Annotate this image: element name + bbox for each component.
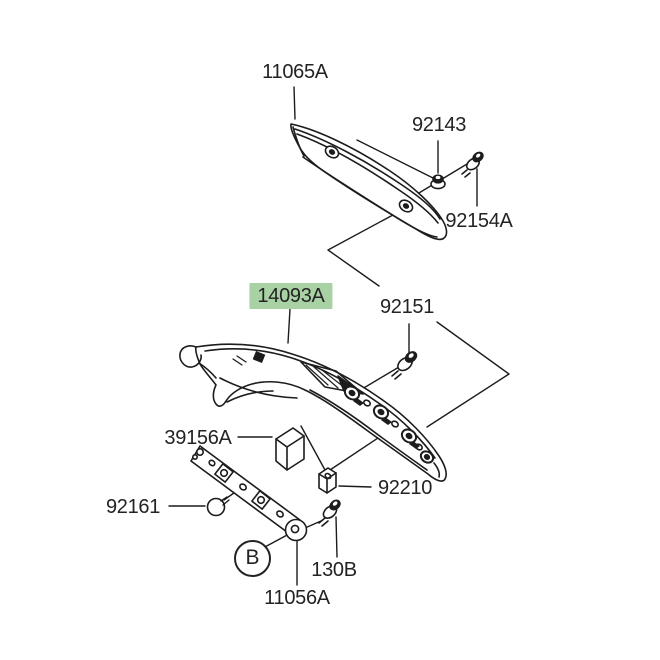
reference-lines xyxy=(224,140,509,548)
part-92151-drawing xyxy=(392,350,418,379)
part-label-39156A[interactable]: 39156A xyxy=(164,427,232,449)
part-39156A-drawing xyxy=(276,428,304,470)
part-92161-drawing xyxy=(208,497,230,516)
part-92154A-drawing xyxy=(462,151,485,177)
part-label-92210[interactable]: 92210 xyxy=(377,477,433,499)
part-label-11065A[interactable]: 11065A xyxy=(262,61,328,83)
part-130B-drawing xyxy=(319,498,342,526)
part-label-14093A[interactable]: 14093A xyxy=(249,283,333,309)
part-92143-drawing xyxy=(431,175,445,188)
part-label-92151[interactable]: 92151 xyxy=(379,296,435,318)
part-label-92154A[interactable]: 92154A xyxy=(445,210,513,232)
part-14093A-drawing xyxy=(180,344,446,481)
part-11065A-drawing xyxy=(291,124,447,239)
leader-lines xyxy=(169,87,477,585)
part-label-11056A[interactable]: 11056A xyxy=(264,587,330,609)
part-11056A-drawing xyxy=(191,446,307,541)
callout-b[interactable]: B xyxy=(234,540,271,577)
part-label-92161[interactable]: 92161 xyxy=(105,496,161,518)
part-label-130B[interactable]: 130B xyxy=(311,559,357,581)
part-92210-drawing xyxy=(319,468,336,493)
part-label-92143[interactable]: 92143 xyxy=(411,114,467,136)
